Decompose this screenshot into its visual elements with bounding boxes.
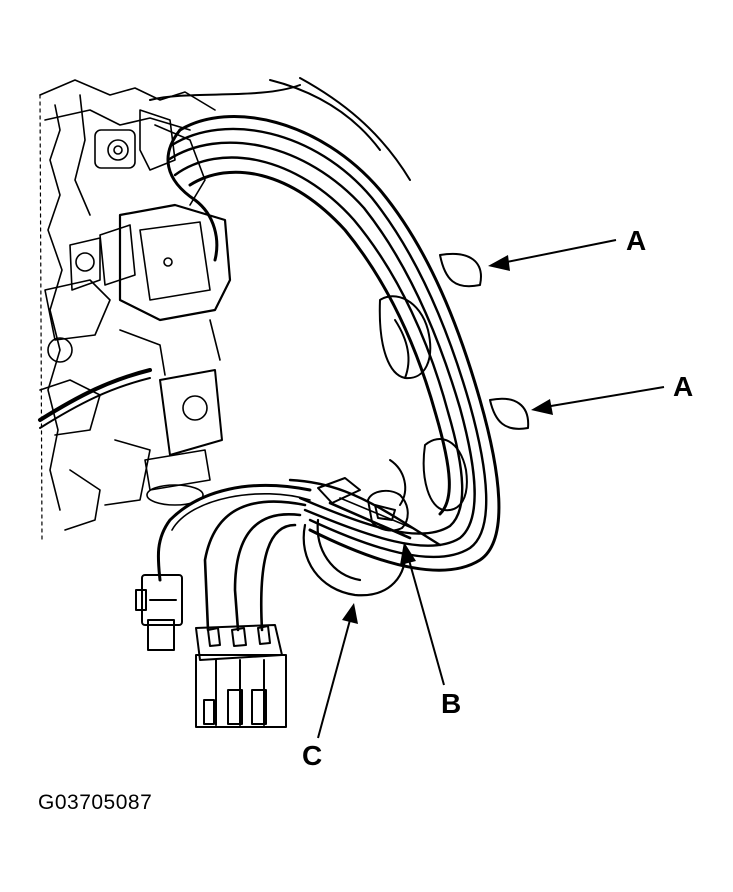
- callout-arrow-a2: [531, 386, 665, 415]
- wiring-harness: [149, 77, 501, 632]
- harness-band-c: [302, 518, 407, 597]
- harness-clips-a: [378, 252, 530, 512]
- figure-id-label: G03705087: [38, 791, 153, 814]
- multi-pin-connector: [195, 624, 287, 728]
- callout-arrow-c: [317, 603, 358, 739]
- callout-label-c: C: [302, 740, 323, 771]
- callout-label-a2: A: [673, 371, 694, 402]
- engine-component-illustration: [38, 79, 232, 541]
- callout-leaders: [317, 239, 665, 739]
- harness-clamp-b: [317, 477, 413, 540]
- callout-arrow-a1: [488, 239, 617, 271]
- callout-arrow-b: [400, 542, 445, 686]
- callout-label-b: B: [441, 688, 462, 719]
- callout-label-a1: A: [626, 225, 647, 256]
- two-pin-connector: [135, 574, 183, 651]
